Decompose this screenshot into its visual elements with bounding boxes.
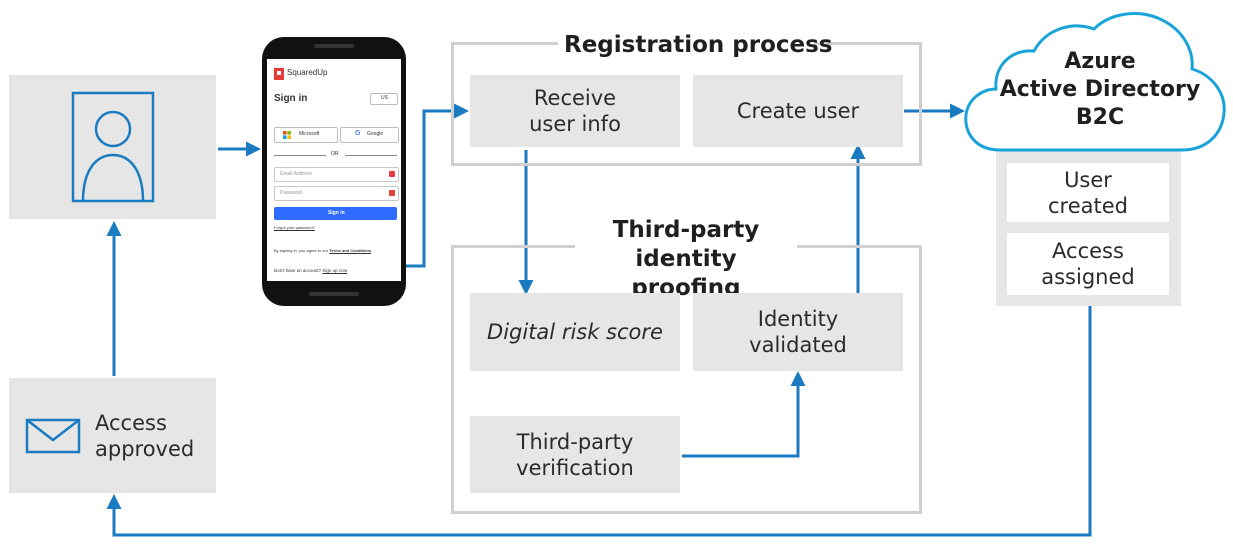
- divider-right: [345, 155, 397, 156]
- email-error-icon: [389, 171, 395, 177]
- terms-text: By signing in, you agree to our Terms an…: [274, 248, 371, 253]
- digital-risk-score-box: Digital risk score: [470, 293, 680, 371]
- arrow-azure-to-approved: [106, 296, 1092, 537]
- terms-link[interactable]: Terms and Conditions: [329, 248, 372, 253]
- arrow-verification-to-validated: [682, 371, 806, 458]
- region-select[interactable]: US: [370, 93, 398, 105]
- microsoft-button[interactable]: Microsoft: [274, 127, 338, 143]
- email-field[interactable]: Email Address: [274, 167, 399, 182]
- phone-heading: Sign in: [274, 93, 308, 104]
- squaredup-logo-icon: [274, 68, 284, 80]
- signup-link[interactable]: Sign up now: [322, 268, 348, 273]
- email-placeholder: Email Address: [280, 171, 312, 177]
- phone-screen: SquaredUp Sign in US Microsoft G Google …: [267, 59, 401, 281]
- registration-title: Registration process: [558, 31, 833, 60]
- access-approved-label: Access approved: [95, 410, 195, 461]
- signin-button[interactable]: Sign in: [274, 207, 397, 220]
- password-field[interactable]: Password: [274, 186, 399, 201]
- phone-speaker: [314, 44, 354, 48]
- envelope-icon: [25, 418, 81, 453]
- user-box: [9, 75, 216, 219]
- arrow-phone-to-receive: [402, 103, 469, 268]
- signin-label: Sign in: [328, 210, 345, 216]
- user-icon: [71, 91, 154, 203]
- user-created-box: User created: [1007, 163, 1169, 222]
- phone-home-bar: [309, 292, 359, 296]
- forgot-password-link[interactable]: Forgot your password?: [274, 225, 315, 230]
- access-assigned-box: Access assigned: [1007, 233, 1169, 295]
- receive-user-info-box: Receive user info: [470, 75, 680, 147]
- signup-text: Don't have an account? Sign up now: [274, 268, 347, 273]
- google-label: Google: [367, 131, 384, 137]
- azure-title: Azure Active Directory B2C: [999, 49, 1201, 130]
- divider-label: OR: [331, 151, 339, 157]
- microsoft-icon: [283, 131, 291, 139]
- region-label: US: [381, 95, 388, 101]
- password-placeholder: Password: [280, 190, 302, 196]
- no-account-label: Don't have an account?: [274, 268, 322, 273]
- identity-validated-box: Identity validated: [693, 293, 903, 371]
- thirdparty-verification-box: Third-party verification: [470, 416, 680, 493]
- google-button[interactable]: G Google: [340, 127, 399, 143]
- thirdparty-title: Third-party identity proofing: [575, 216, 797, 303]
- phone-brand: SquaredUp: [287, 68, 328, 77]
- access-approved-box: Access approved: [9, 378, 216, 493]
- password-error-icon: [389, 190, 395, 196]
- phone-mockup: SquaredUp Sign in US Microsoft G Google …: [262, 37, 406, 306]
- create-user-box: Create user: [693, 75, 903, 147]
- terms-prefix: By signing in, you agree to our: [274, 248, 329, 253]
- cloud-icon: [964, 12, 1226, 152]
- divider-left: [274, 155, 326, 156]
- microsoft-label: Microsoft: [299, 131, 320, 137]
- google-icon: G: [355, 130, 361, 137]
